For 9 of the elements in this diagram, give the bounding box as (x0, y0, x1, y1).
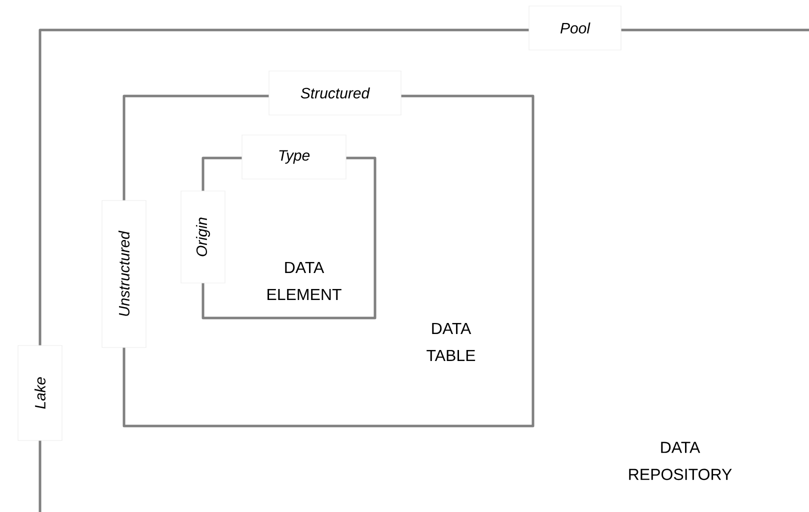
border-label: Pool (528, 6, 622, 50)
border-label: Origin (180, 190, 226, 284)
box-title: DATA REPOSITORY (629, 442, 732, 480)
box-title: DATA ELEMENT (268, 262, 342, 300)
border-label: Structured (268, 70, 402, 116)
border-label: Type (242, 134, 346, 180)
box-title: DATA TABLE (426, 322, 476, 361)
border-label: Unstructured (102, 200, 146, 348)
border-label: Lake (18, 345, 62, 441)
